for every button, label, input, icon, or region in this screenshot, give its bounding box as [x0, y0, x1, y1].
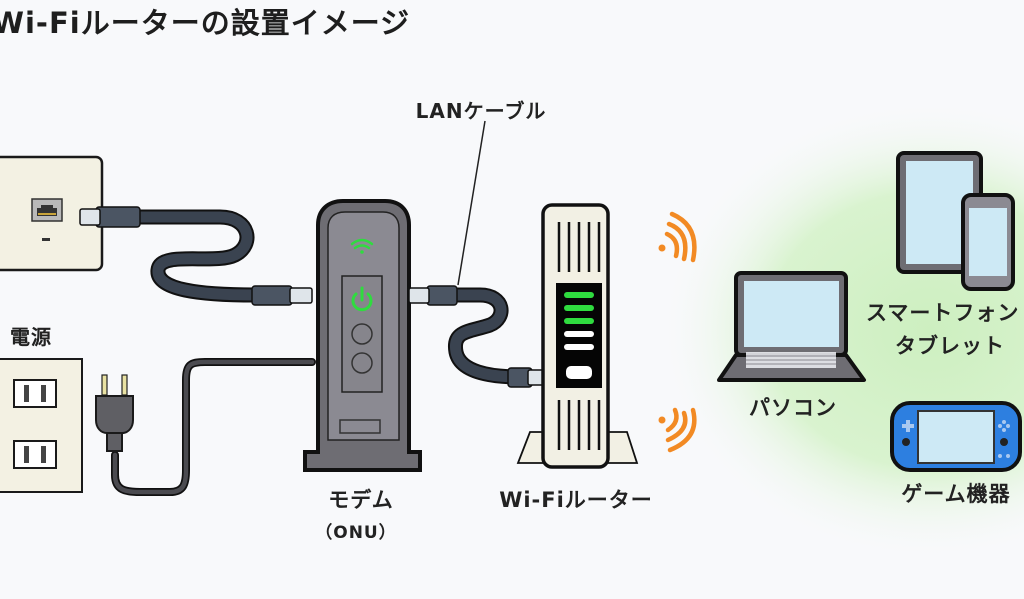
- lan-cable-modem-to-router: [408, 285, 545, 388]
- power-cable: [95, 358, 316, 496]
- lan-cable-outlet-to-modem: [79, 206, 313, 306]
- wifi-signal-icon-lower: [658, 407, 697, 453]
- power-plug-icon: [95, 374, 134, 452]
- modem-label: モデム: [328, 488, 394, 512]
- wifi-signal-icon-upper: [658, 211, 697, 263]
- wifi-router-device: [516, 203, 639, 469]
- modem-device: [303, 199, 422, 472]
- router-led-bar: [564, 305, 594, 311]
- tablet-icon: [896, 151, 983, 274]
- pc-label: パソコン: [749, 396, 837, 420]
- router-label: Wi-Fiルーター: [499, 488, 653, 512]
- lan-callout-line: [457, 120, 486, 286]
- page-title: Wi-Fiルーターの設置イメージ: [0, 6, 411, 40]
- router-led-bar: [564, 292, 594, 298]
- power-led-icon: [351, 286, 373, 312]
- router-led-bar: [564, 331, 594, 337]
- game-console-icon: [890, 401, 1022, 472]
- router-status-led: [566, 366, 592, 379]
- router-led-bar: [564, 344, 594, 350]
- modem-button-2: [351, 352, 373, 374]
- game-console-label: ゲーム機器: [901, 482, 1011, 506]
- modem-button-1: [351, 323, 373, 345]
- lan-cable-label: LANケーブル: [415, 99, 547, 123]
- lan-plug-outlet: [79, 206, 141, 228]
- smartphone-icon: [961, 193, 1015, 291]
- modem-sublabel: （ONU）: [315, 523, 397, 543]
- lan-plug-router-in: [507, 367, 545, 388]
- tablet-label: タブレット: [895, 334, 1005, 358]
- lan-plug-modem-in: [251, 285, 313, 306]
- smartphone-label: スマートフォン: [866, 301, 1020, 325]
- lan-plug-modem-out: [408, 285, 458, 306]
- power-wall-outlet: [0, 358, 83, 493]
- power-source-label: 電源: [10, 325, 52, 349]
- wifi-led-icon: [350, 238, 374, 254]
- router-led-bar: [564, 318, 594, 324]
- laptop-icon: [717, 271, 866, 382]
